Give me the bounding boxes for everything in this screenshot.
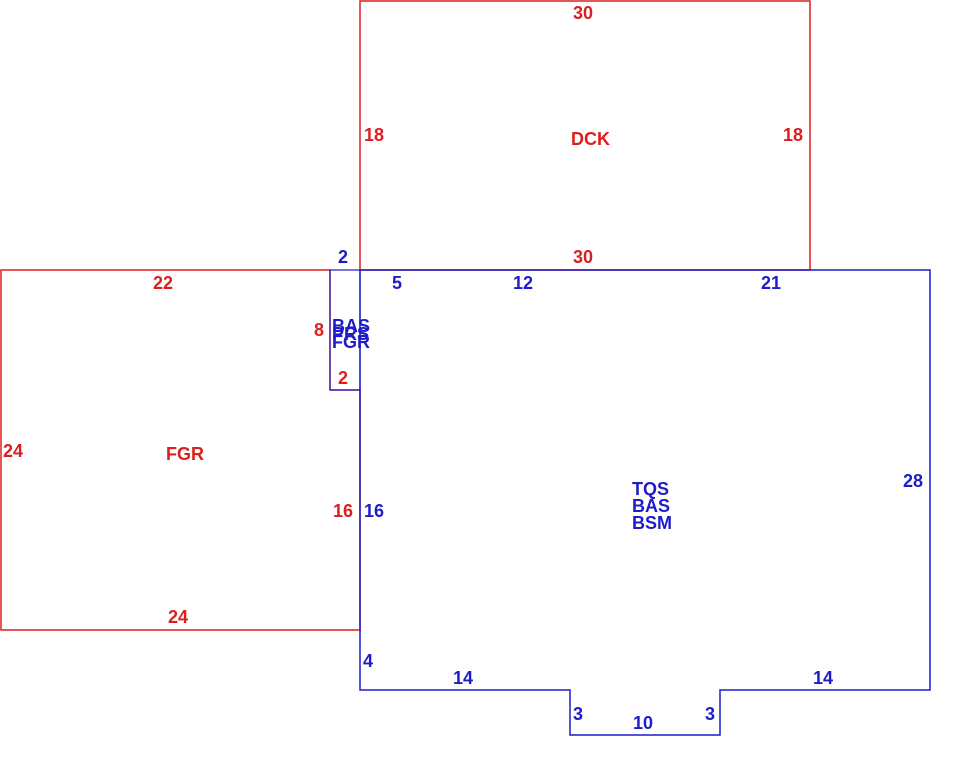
porch-dim-width: 2 — [338, 247, 348, 267]
deck-dim-bottom: 30 — [573, 247, 593, 267]
main-dim-right: 28 — [903, 471, 923, 491]
garage-notch-depth: 8 — [314, 320, 324, 340]
garage-dim-bottom: 24 — [168, 607, 188, 627]
main-dim-bottom-left: 14 — [453, 668, 473, 688]
main-dim-top-c: 21 — [761, 273, 781, 293]
porch-outline — [329, 269, 361, 391]
main-code-1: TQS — [632, 479, 669, 499]
porch-code-2: PRS — [332, 324, 369, 344]
main-dim-left-low: 4 — [363, 651, 373, 671]
deck-dim-right: 18 — [783, 125, 803, 145]
porch-code-3: FGR — [332, 332, 370, 352]
main-dim-left: 16 — [364, 501, 384, 521]
garage-area-code: FGR — [166, 444, 204, 464]
main-dim-bump-right: 3 — [705, 704, 715, 724]
main-dim-top-b: 12 — [513, 273, 533, 293]
garage-notch-bottom: 2 — [338, 368, 348, 388]
main-dim-bump-left: 3 — [573, 704, 583, 724]
deck-dim-top: 30 — [573, 3, 593, 23]
main-house-outline — [359, 269, 931, 736]
main-code-2: BAS — [632, 496, 670, 516]
garage-dim-right: 16 — [333, 501, 353, 521]
main-code-3: BSM — [632, 513, 672, 533]
main-dim-bump-bottom: 10 — [633, 713, 653, 733]
deck-area-code: DCK — [571, 129, 610, 149]
garage-dim-top: 22 — [153, 273, 173, 293]
porch-code-1: BAS — [332, 316, 370, 336]
garage-dim-left: 24 — [3, 441, 23, 461]
main-dim-top-a: 5 — [392, 273, 402, 293]
deck-dim-left: 18 — [364, 125, 384, 145]
main-dim-bottom-right: 14 — [813, 668, 833, 688]
